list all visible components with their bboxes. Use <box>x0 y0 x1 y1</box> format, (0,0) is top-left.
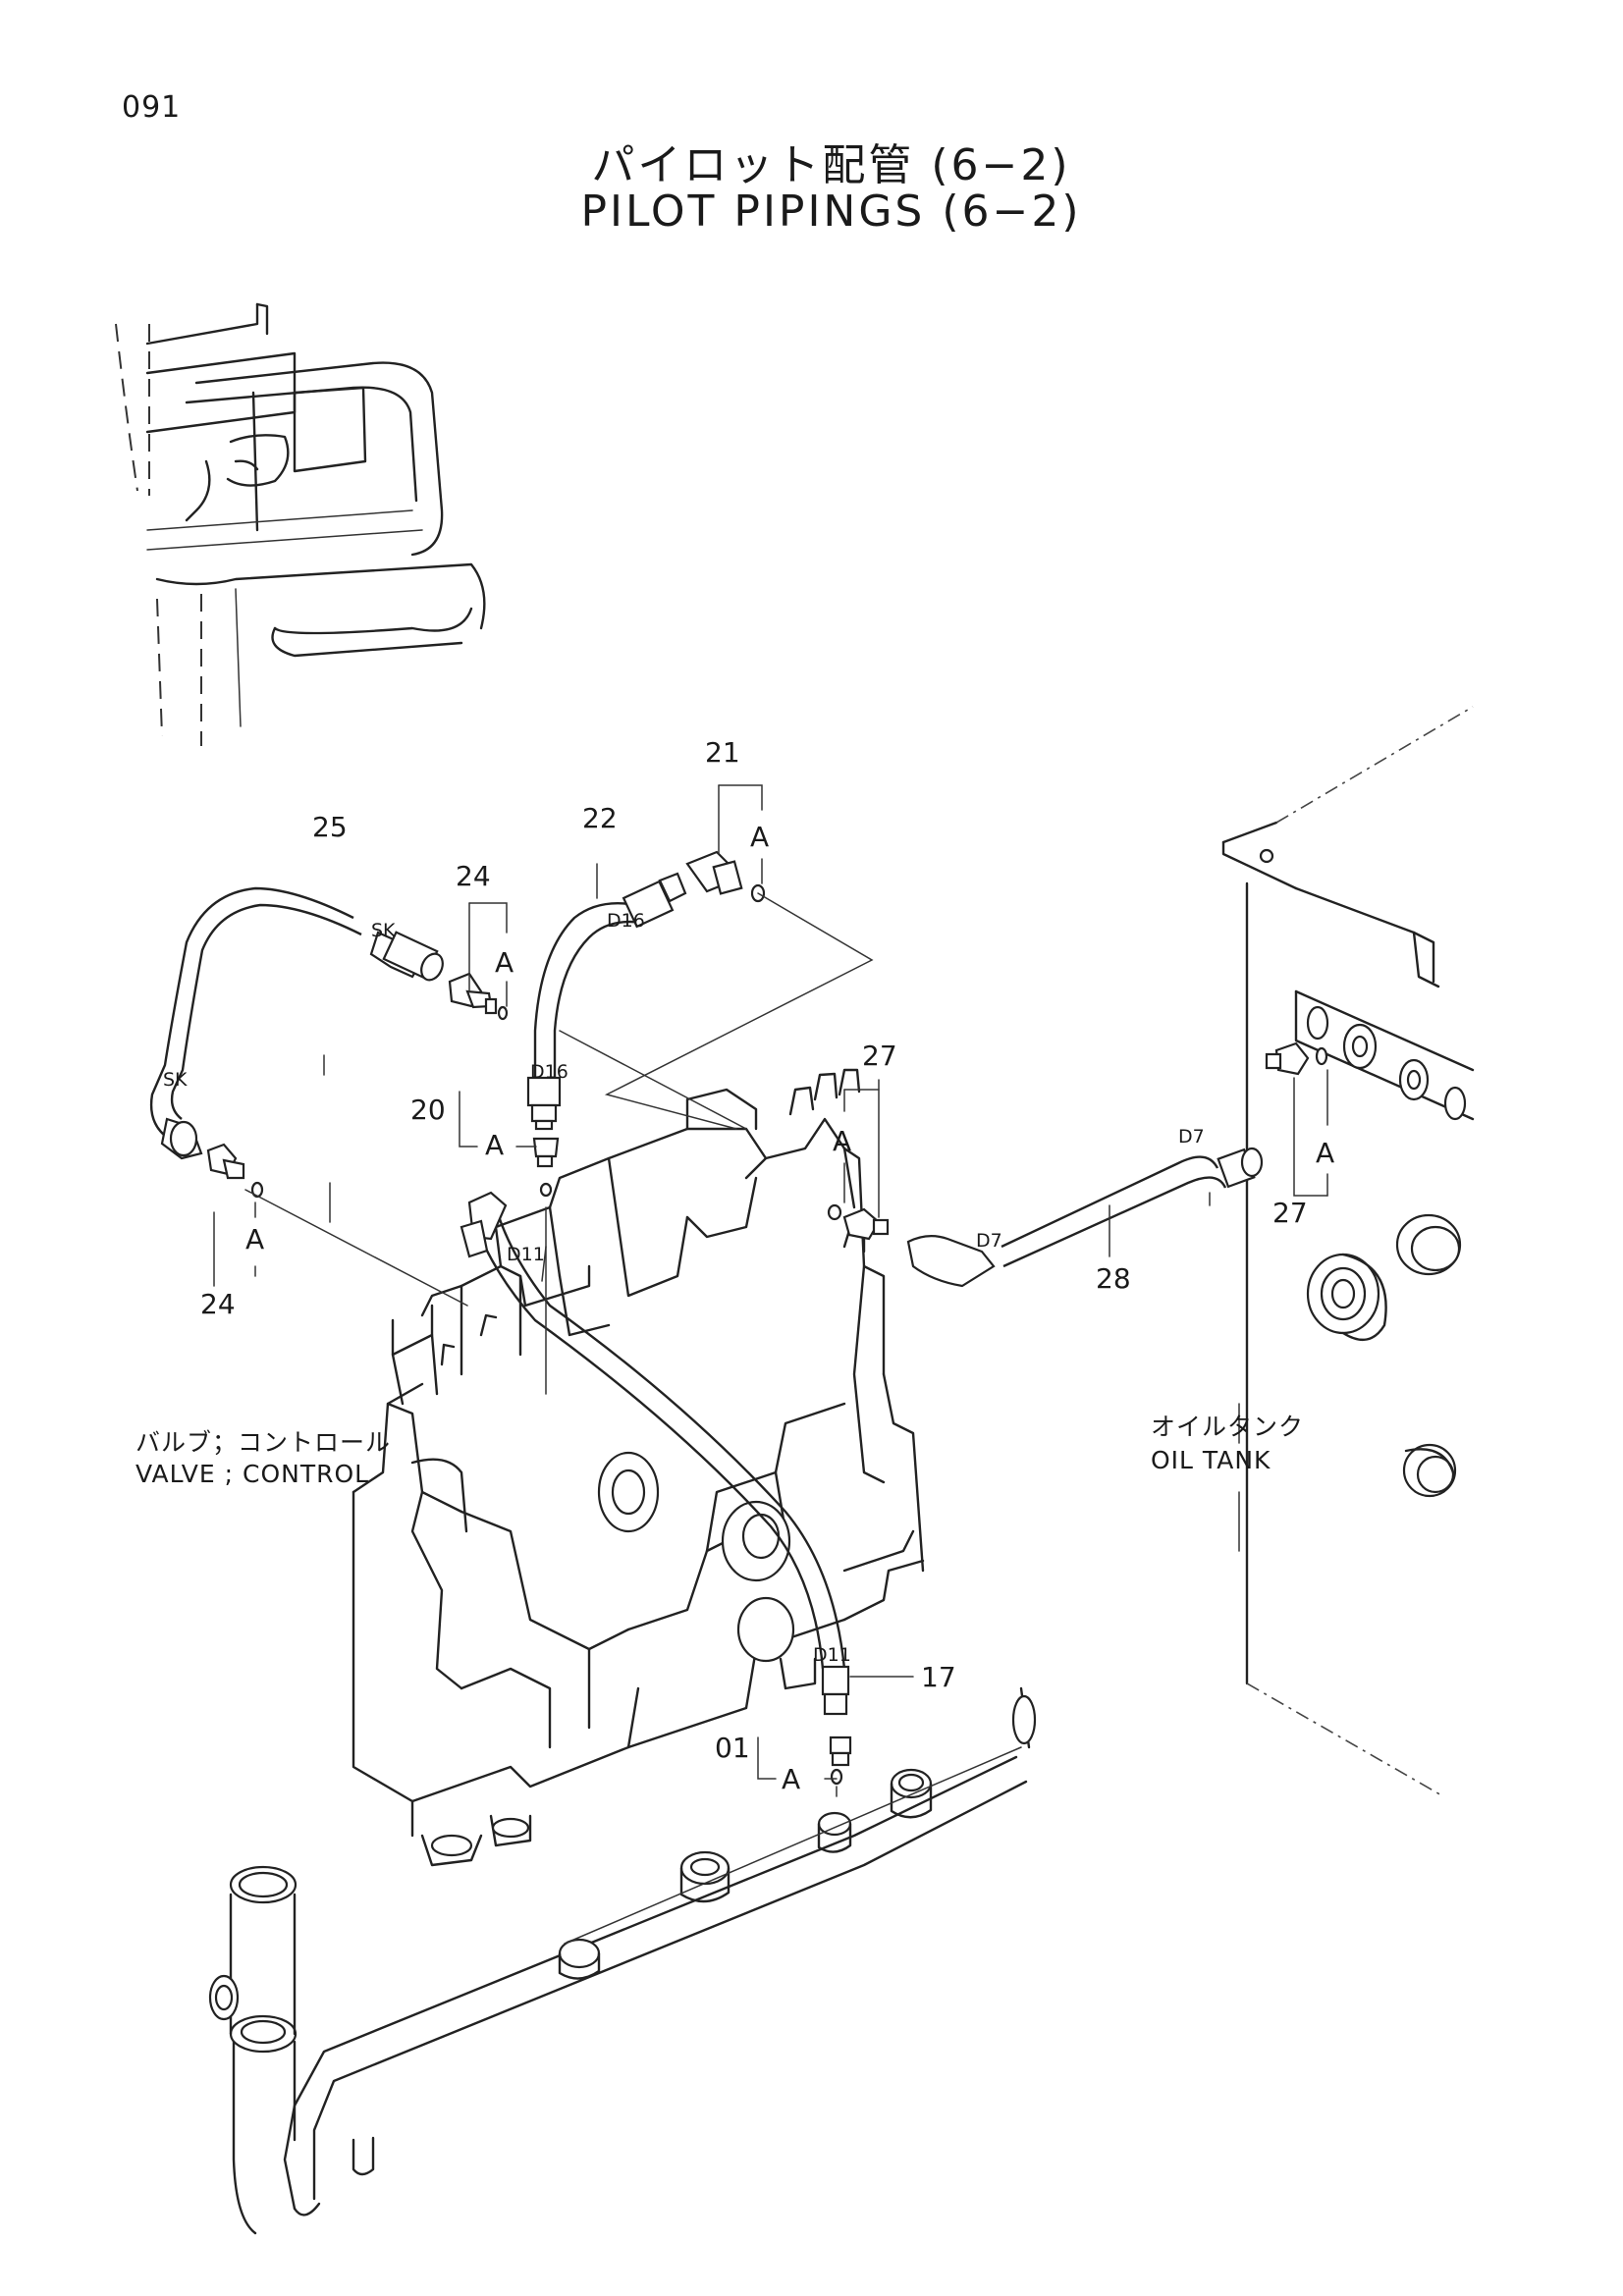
control-valve-body <box>352 1068 925 1867</box>
callout-20: 20 <box>410 1094 446 1126</box>
hose-28 <box>906 1147 1264 1288</box>
mark-d16-upper: D16 <box>607 910 645 932</box>
mark-d7-valve: D7 <box>976 1230 1002 1252</box>
ref-a-27-valve-side: A <box>833 1125 851 1157</box>
callout-21: 21 <box>705 736 740 769</box>
hose-end-marks: SK SK D16 D16 D11 D11 D7 D7 <box>163 910 1205 1666</box>
page-number: 091 <box>122 90 182 125</box>
mark-sk-upper: SK <box>371 920 396 941</box>
callout-25: 25 <box>312 811 348 843</box>
mark-d16-lower: D16 <box>530 1061 568 1083</box>
fitting-27-tank-side <box>1265 1041 1328 1076</box>
caption-tank-english: OIL TANK <box>1151 1446 1271 1474</box>
callout-27-tank-side: 27 <box>1272 1197 1308 1229</box>
caption-tank-japanese: オイルタンク <box>1151 1413 1304 1441</box>
mark-d11-lower: D11 <box>813 1644 851 1666</box>
caption-valve-english: VALVE ; CONTROL <box>135 1460 369 1488</box>
callout-17: 17 <box>921 1661 956 1693</box>
mark-sk-lower: SK <box>163 1069 188 1091</box>
hose-25 <box>149 886 444 1160</box>
fitting-27-valve-side <box>827 1203 890 1241</box>
ref-a-27-tank-side: A <box>1316 1137 1334 1169</box>
caption-valve-japanese: バルブ；コントロール <box>135 1428 391 1457</box>
main-return-pipe <box>208 1686 1037 2235</box>
mark-d11-upper: D11 <box>507 1244 545 1265</box>
diagram-title-japanese: パイロット配管 (6−2) <box>591 140 1071 190</box>
callout-labels: 25 22 21 24 24 20 27 27 28 17 01 <box>200 736 1308 1764</box>
ref-a-21: A <box>750 821 769 853</box>
oil-tank-assembly <box>1221 706 1475 1797</box>
callout-24-lower: 24 <box>200 1288 236 1320</box>
reference-lines <box>213 784 1328 1797</box>
diagram-title-english: PILOT PIPINGS (6−2) <box>580 187 1082 237</box>
hose-22 <box>526 872 687 1198</box>
ref-a-01: A <box>782 1763 800 1795</box>
callout-22: 22 <box>582 802 618 834</box>
machine-overview-inset <box>115 302 486 746</box>
ref-a-24-lower: A <box>245 1223 264 1255</box>
hose-17 <box>460 1191 852 1786</box>
ref-a-24-upper: A <box>495 946 514 979</box>
fitting-24-upper <box>448 972 509 1021</box>
callout-24-upper: 24 <box>456 860 491 892</box>
component-captions: バルブ；コントロール VALVE ; CONTROL オイルタンク OIL TA… <box>135 1413 1304 1488</box>
reference-letters: A A A A A A A <box>245 821 1334 1795</box>
fitting-21 <box>685 850 766 903</box>
callout-27-valve-side: 27 <box>862 1040 897 1072</box>
callout-28: 28 <box>1096 1262 1131 1295</box>
callout-01: 01 <box>715 1732 750 1764</box>
mark-d7-tank: D7 <box>1178 1126 1205 1148</box>
fitting-24-lower <box>206 1143 264 1199</box>
ref-a-20: A <box>485 1129 504 1161</box>
